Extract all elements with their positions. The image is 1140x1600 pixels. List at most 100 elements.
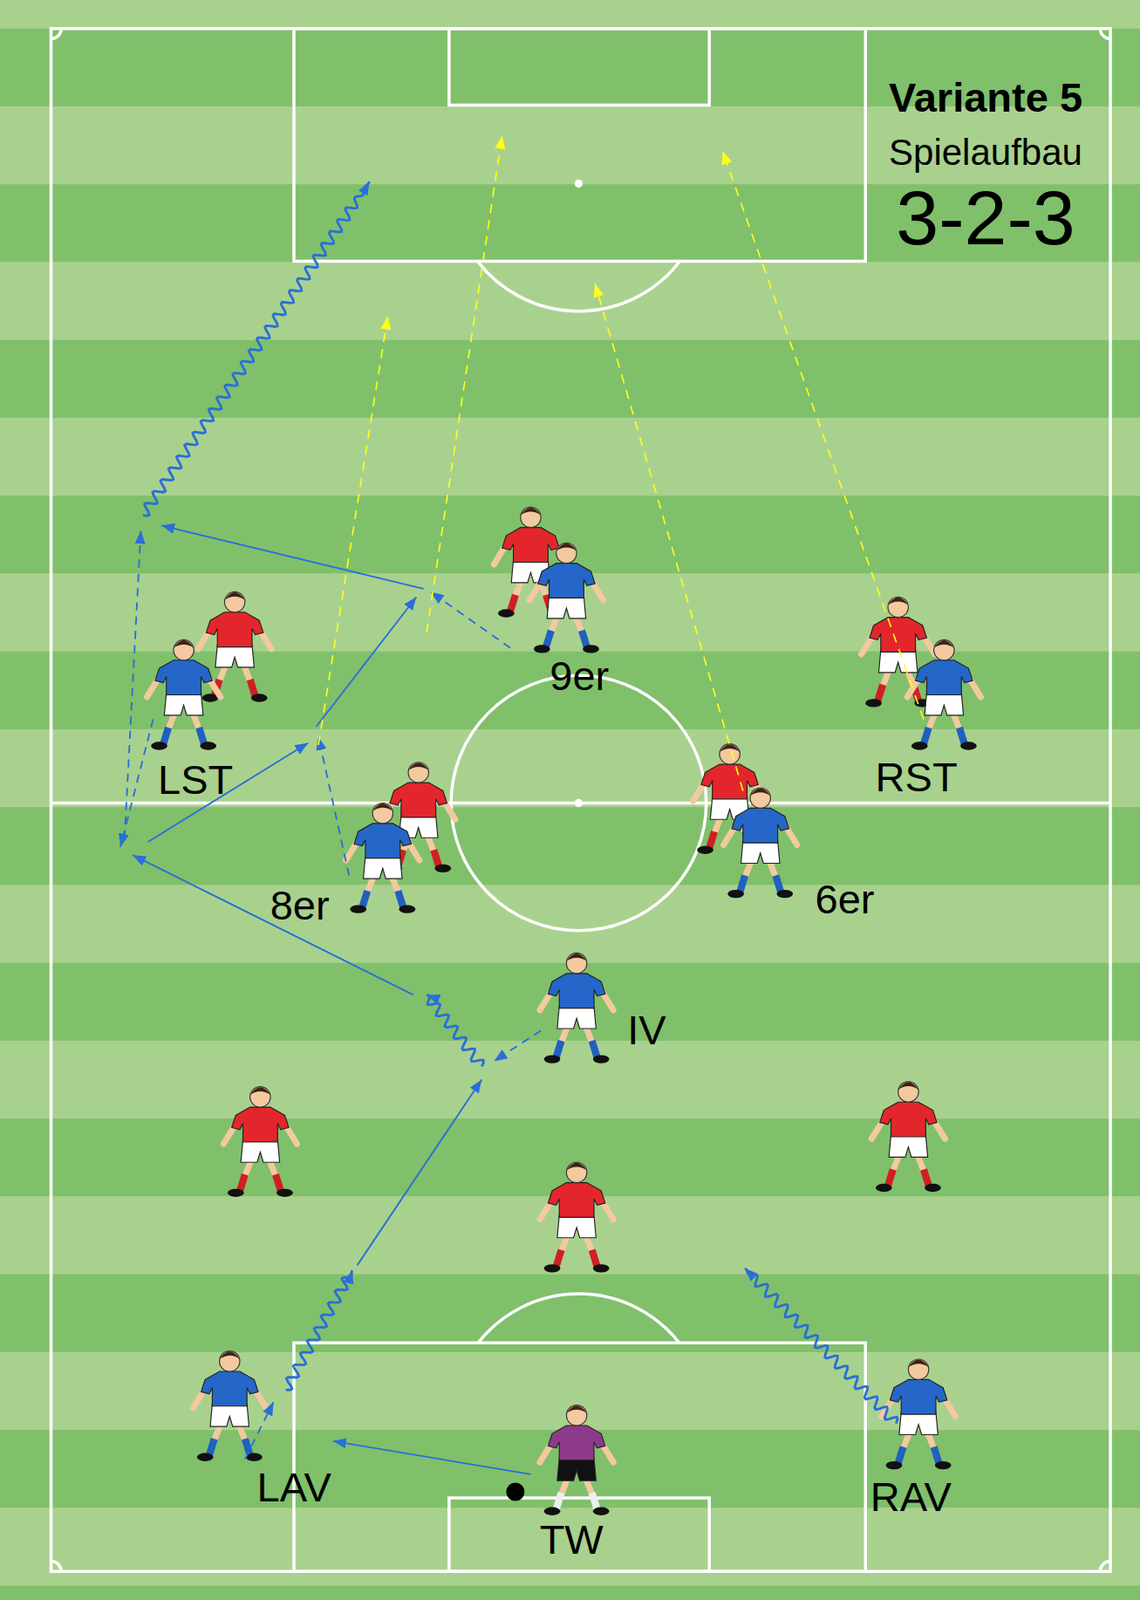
shirt [201,1371,260,1407]
penalty-area [293,1342,866,1571]
head [907,1358,929,1379]
ball [505,1481,525,1501]
sock [239,1174,246,1191]
player-node: IV [530,950,668,1064]
head [520,506,541,527]
head [750,787,771,808]
stripe [0,495,1140,574]
hair [224,592,245,601]
stripe [0,729,1140,807]
shorts [215,644,254,668]
head [372,803,393,824]
hair [566,953,587,962]
pass-arrow [161,525,424,589]
position-label: TW [538,1517,606,1561]
run-arrow [430,591,511,648]
sock [556,1040,562,1058]
sock [592,1492,598,1509]
player-figure [146,639,220,750]
hair [408,762,429,771]
shirt [502,527,560,563]
shorts [210,1403,249,1427]
dribble-arrow [426,994,484,1066]
sock [887,1168,894,1186]
shoe [911,741,929,750]
sock [556,1249,562,1267]
run-arrow [245,1401,274,1460]
sock [361,890,368,908]
variant-title: Variante 5 [859,75,1113,121]
shorts [924,692,963,716]
shirt [547,973,606,1009]
position-label: LST [156,757,235,801]
player-figure [192,1351,267,1461]
shorts [240,1139,280,1162]
player-node: LST [137,637,235,801]
shoe [251,693,268,702]
player-node: 9er [520,540,613,697]
hair [219,1351,240,1359]
shirt [538,563,596,599]
shoe [544,1054,561,1063]
option-arrow [318,316,389,745]
pass-arrow [132,854,414,995]
player-node: 6er [714,785,876,921]
sock [775,875,781,893]
shirt [701,764,759,799]
center-spot [574,798,583,807]
shorts [546,595,586,619]
dribble-arrow [143,181,370,516]
stripe [0,261,1140,340]
subtitle-label: Spielaufbau [859,132,1113,173]
run-arrow [124,530,142,839]
shoe [727,889,745,898]
shirt [915,660,974,696]
player-node: LAV [184,1348,334,1508]
player-figure [871,1081,945,1192]
shoe [199,741,217,750]
hair [907,1359,929,1368]
option-arrow [594,283,744,791]
player-node: 8er [268,800,430,927]
sock [581,630,588,648]
head [250,1086,271,1107]
player-figure [539,1161,614,1272]
shoe [593,1054,610,1063]
subtitle-label: 3-2-3 [859,179,1113,257]
penalty-area [293,28,866,262]
sock [250,679,256,697]
shirt [354,823,412,859]
hair [566,1162,587,1171]
player-figure [723,787,798,898]
center-circle [450,675,707,930]
sock [709,831,715,848]
player-figure [197,591,272,702]
sock [163,727,169,745]
goal-area [449,28,710,106]
head [219,1351,240,1372]
touchline [51,28,1112,1572]
run-arrow [120,719,153,847]
shorts [899,1412,938,1435]
shoe [349,904,367,913]
shorts [888,1134,928,1158]
pitch-lines [51,28,1112,1572]
shoe [434,864,451,873]
shoe [544,1507,561,1516]
player-node: TW [530,1402,622,1561]
head [719,744,740,765]
stripe [0,1507,1140,1585]
stripe [0,417,1140,496]
shoe [276,1188,294,1197]
pass-arrow [148,743,309,842]
sock [556,1492,562,1509]
head [173,639,194,660]
player-figure [539,952,614,1063]
run-arrow [318,736,349,875]
sock [397,890,403,908]
sock [510,594,516,612]
hair [750,788,771,797]
shoe [924,1183,942,1192]
position-label: LAV [255,1465,334,1509]
sock [592,1040,598,1058]
